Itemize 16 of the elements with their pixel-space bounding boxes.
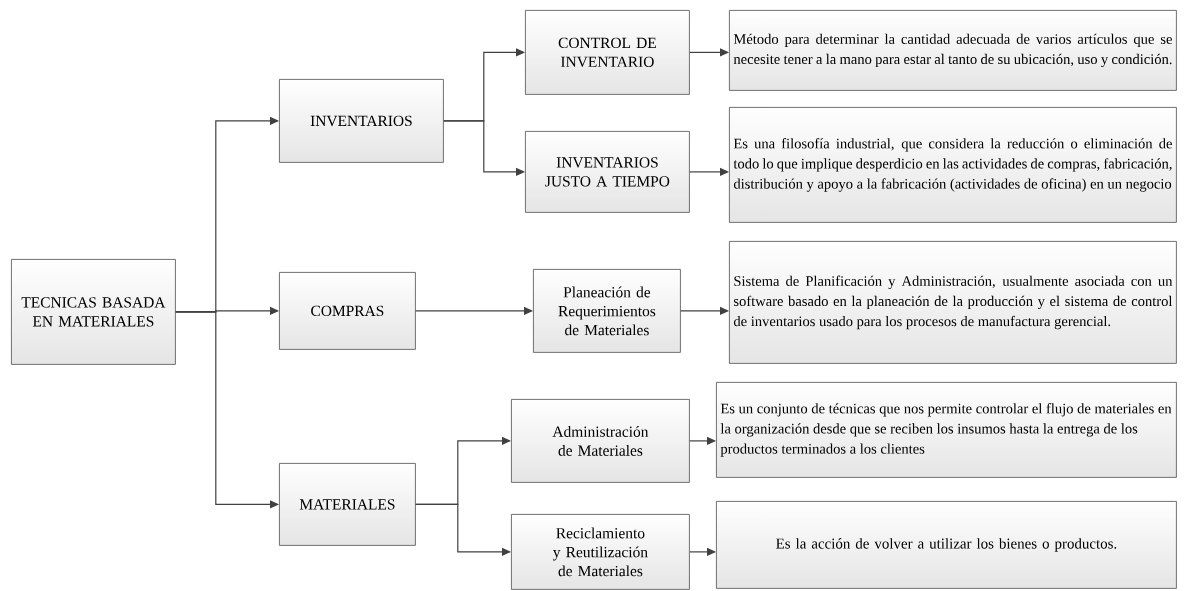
description-box: Método para determinar la cantidad adecuada de varios artículos que se necesite tener a la mano para estar al tanto de su ubicación, uso y condición. bbox=[729, 10, 1177, 91]
category-box: TECNICAS BASADA EN MATERIALES bbox=[11, 259, 176, 365]
category-box: INVENTARIOS bbox=[279, 79, 444, 163]
description-box: Es la acción de volver a utilizar los bienes o productos. bbox=[716, 501, 1177, 589]
description-box: Sistema de Planificación y Administración, usualmente asociada con un software basado en la planeación de la producción y el sistema de control de inventarios usado para los procesos de manufactura gerencial. bbox=[729, 241, 1177, 364]
description-box: Es una filosofía industrial, que considera la reducción o eliminación de todo lo que implique desperdicio en las actividades de compras, fabricación, distribución y apoyo a la fabricación (actividades de oficina) en un negocio bbox=[729, 107, 1177, 223]
category-box: MATERIALES bbox=[279, 463, 416, 546]
description-box: Es un conjunto de técnicas que nos permite controlar el flujo de materiales en la organización desde que se reciben los insumos hasta la entrega de los productos terminados a los clientes bbox=[716, 382, 1177, 478]
arrow bbox=[175, 311, 279, 509]
arrow bbox=[689, 48, 729, 57]
category-box: COMPRAS bbox=[279, 272, 416, 350]
technique-box: INVENTARIOS JUSTO A TIEMPO bbox=[525, 131, 690, 213]
technique-box: Administración de Materiales bbox=[511, 399, 690, 483]
technique-box: Reciclamiento y Reutilización de Materiales bbox=[511, 514, 690, 590]
technique-box: CONTROL DE INVENTARIO bbox=[525, 10, 690, 95]
technique-box: Planeación de Requerimientos de Materiales bbox=[533, 269, 681, 353]
